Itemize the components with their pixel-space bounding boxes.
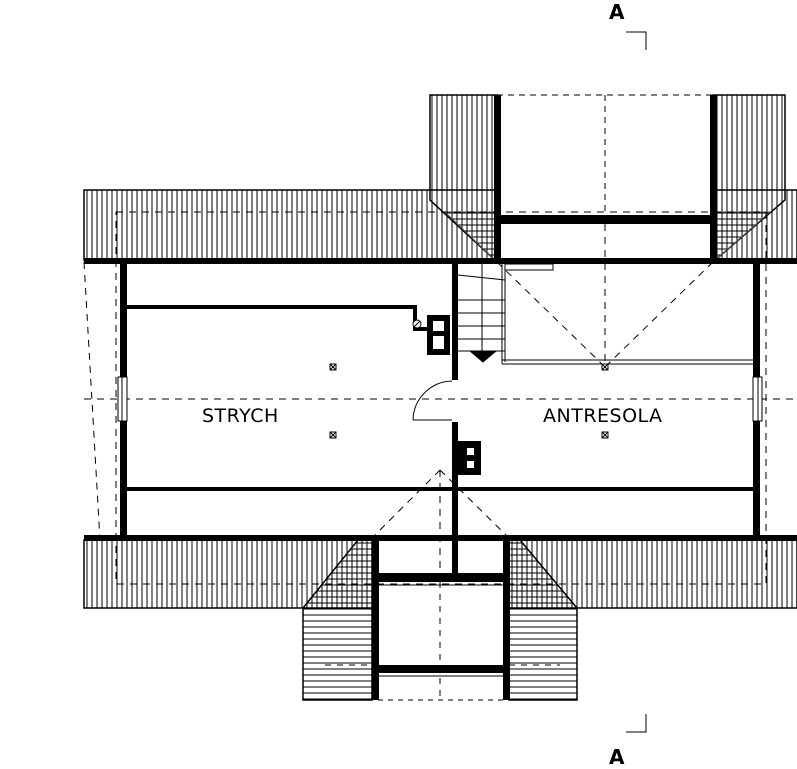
top-dormer: [429, 94, 786, 264]
section-marker-top: A: [609, 0, 625, 24]
section-marker-bottom: A: [609, 745, 625, 769]
room-label-antresola: ANTRESOLA: [543, 405, 663, 427]
section-line-top: [626, 31, 647, 50]
ceiling-markers: [329, 363, 609, 439]
window-left: [117, 376, 128, 422]
door: [412, 380, 453, 421]
section-line-bottom: [626, 714, 647, 733]
chimney-upper: [412, 315, 450, 355]
window-right: [752, 376, 763, 422]
staircase: [457, 263, 753, 365]
chimney-lower: [458, 441, 481, 475]
room-label-strych: STRYCH: [202, 405, 279, 427]
